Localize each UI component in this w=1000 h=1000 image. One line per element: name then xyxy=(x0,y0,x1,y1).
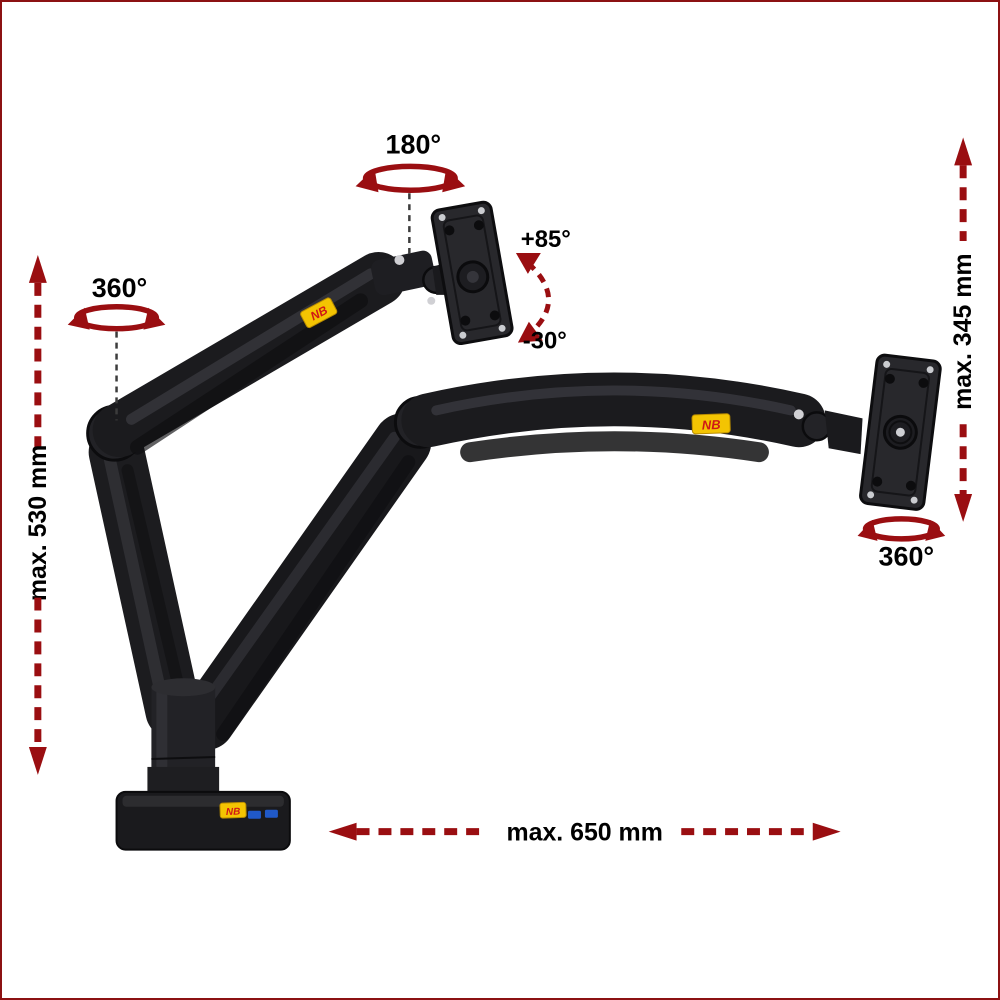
right-hinge xyxy=(793,409,863,455)
left-rotation-label: 360° xyxy=(92,273,148,303)
tilt-annotation: +85° -30° xyxy=(515,226,571,355)
gas-spring-arm-right xyxy=(177,413,432,750)
right-rotation-annotation: 360° xyxy=(857,516,946,572)
top-rotation-arrow xyxy=(362,163,458,193)
dimension-arrows: max. 530 mm max. 345 mm max. 650 mm xyxy=(24,137,977,847)
brand-badge-arm-left: NB xyxy=(300,297,338,329)
desk-base: NB xyxy=(115,790,291,851)
vesa-plate-top xyxy=(430,200,514,346)
brand-badge-arm-right: NB xyxy=(691,413,731,435)
base-column xyxy=(147,678,220,803)
brand-badge-base: NB xyxy=(219,801,247,819)
brand-badge-arm-right-text: NB xyxy=(702,417,721,433)
tilt-up-label: +85° xyxy=(521,226,571,253)
height-right-label: max. 345 mm xyxy=(949,253,977,409)
tilt-down-label: -30° xyxy=(523,328,567,355)
gas-spring-arm-left xyxy=(88,424,202,740)
right-rotation-label: 360° xyxy=(879,542,935,572)
height-dimension-left: max. 530 mm xyxy=(24,254,52,775)
reach-label: max. 650 mm xyxy=(506,819,662,847)
height-dimension-right: max. 345 mm xyxy=(949,137,977,522)
upper-arm-left: NB xyxy=(92,251,406,458)
tilt-arrow xyxy=(526,261,552,335)
upper-arm-right: NB xyxy=(401,372,826,463)
rotation-annotations: 180° 360° +85° -30° 360° xyxy=(67,129,946,572)
top-rotation-annotation: 180° xyxy=(355,129,466,257)
vesa-plate-right xyxy=(859,353,942,511)
top-rotation-label: 180° xyxy=(386,129,442,159)
brand-badge-base-text: NB xyxy=(226,806,241,817)
left-rotation-annotation: 360° xyxy=(67,273,166,421)
height-left-label: max. 530 mm xyxy=(24,445,52,601)
usb-ports xyxy=(248,809,278,819)
product-illustration: NB NB xyxy=(86,200,942,851)
reach-dimension-bottom: max. 650 mm xyxy=(328,819,841,847)
